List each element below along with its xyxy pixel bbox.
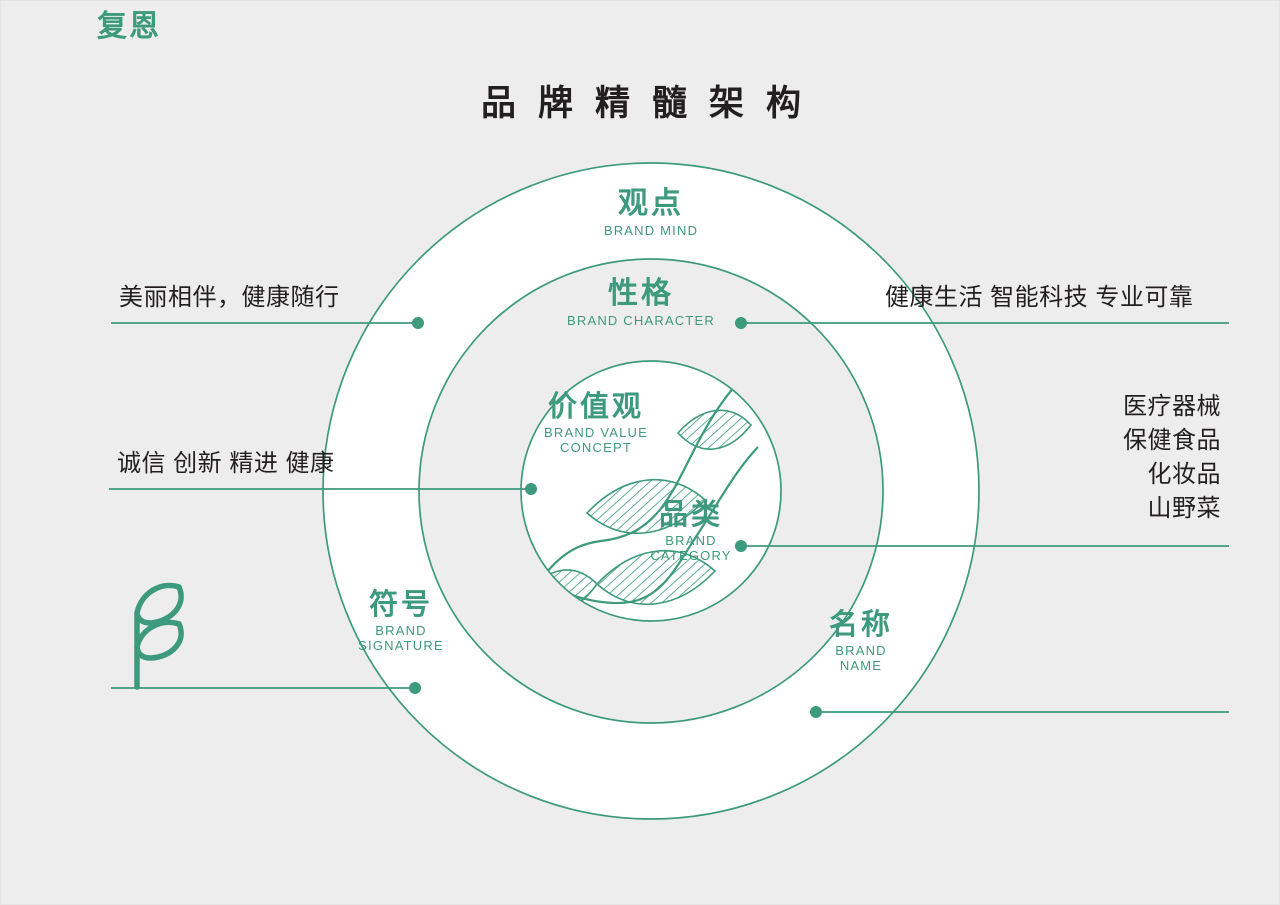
- ring-label-en-line1: BRAND: [375, 623, 427, 639]
- page-title: 品牌精髓架构: [480, 84, 823, 123]
- connector-brand-name: [810, 706, 1229, 718]
- ring-label-cn: 品类: [658, 499, 723, 531]
- annotation-traits: 健康生活 智能科技 专业可靠: [885, 284, 1194, 311]
- ring-label-brand-value: 价值观 BRAND VALUE CONCEPT: [501, 391, 691, 456]
- ring-label-cn: 名称: [828, 609, 893, 641]
- annotation-brand-name: 复恩: [97, 10, 161, 43]
- ring-label-cn: 观点: [618, 187, 684, 220]
- connector-core-values: [109, 483, 537, 495]
- sprout-leaf-icon: [134, 582, 184, 690]
- category-item: 山野菜: [1147, 495, 1221, 523]
- ring-label-cn: 价值观: [547, 391, 644, 423]
- ring-label-cn: 性格: [608, 277, 674, 310]
- ring-label-en-line2: NAME: [839, 658, 883, 674]
- ring-label-en-line2: CATEGORY: [650, 548, 732, 564]
- ring-label-en-line2: CONCEPT: [560, 440, 632, 456]
- ring-label-brand-character: 性格 BRAND CHARACTER: [531, 277, 751, 328]
- connector-categories: [735, 540, 1229, 552]
- category-item: 保健食品: [1123, 427, 1221, 455]
- category-item: 医疗器械: [1123, 393, 1221, 420]
- connector-signature: [111, 682, 421, 694]
- annotation-categories: 医疗器械 保健食品 化妆品 山野菜: [1021, 390, 1221, 526]
- connector-traits: [735, 317, 1229, 329]
- ring-label-brand-category: 品类 BRAND CATEGORY: [611, 499, 771, 564]
- annotation-slogan: 美丽相伴，健康随行: [119, 284, 340, 311]
- ring-label-en-line1: BRAND VALUE: [544, 425, 648, 441]
- ring-label-en-line2: SIGNATURE: [358, 638, 444, 654]
- ring-label-brand-mind: 观点 BRAND MIND: [541, 187, 761, 238]
- annotation-core-values: 诚信 创新 精进 健康: [117, 450, 335, 477]
- category-item: 化妆品: [1147, 461, 1221, 489]
- connector-slogan: [111, 317, 424, 329]
- ring-label-cn: 符号: [368, 589, 433, 621]
- ring-label-brand-signature: 符号 BRAND SIGNATURE: [321, 589, 481, 654]
- ring-label-en: BRAND CHARACTER: [566, 312, 715, 328]
- ring-label-en-line1: BRAND: [835, 643, 887, 659]
- ring-label-en-line1: BRAND: [665, 533, 717, 549]
- ring-label-brand-name: 名称 BRAND NAME: [791, 609, 931, 674]
- ring-label-en: BRAND MIND: [603, 222, 699, 238]
